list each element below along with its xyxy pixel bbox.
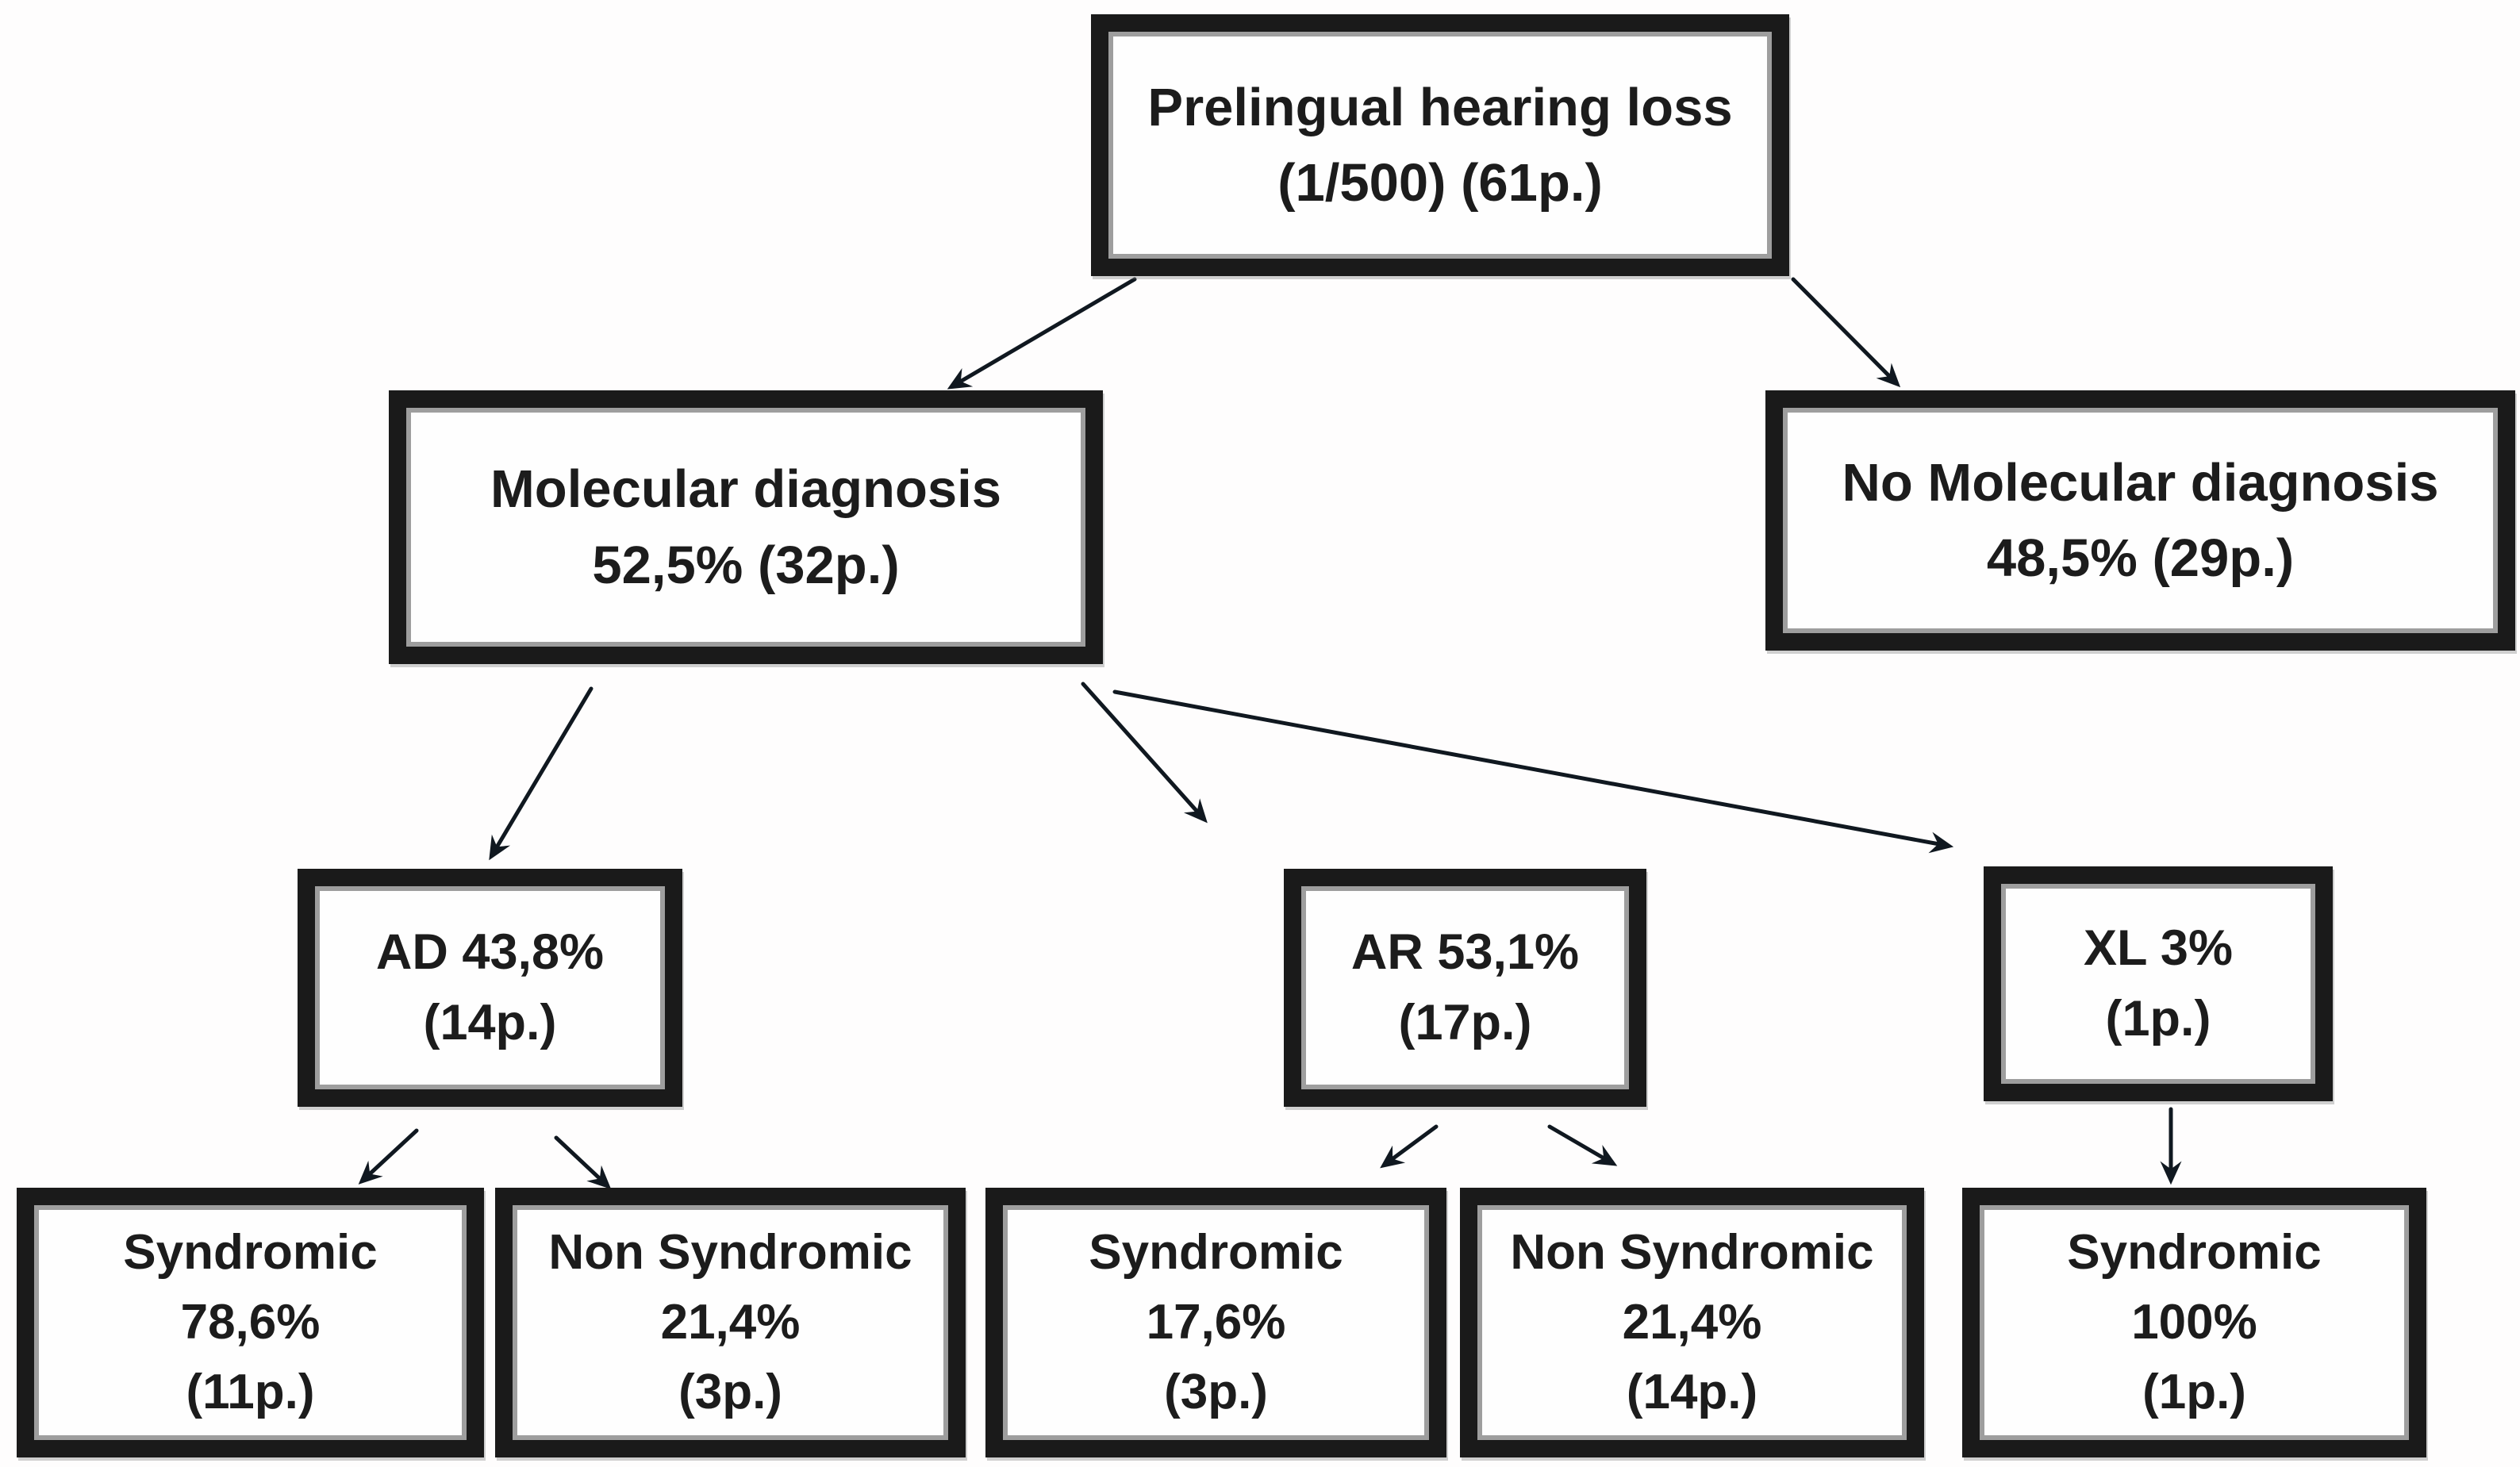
node-label-line: 17,6% [1146,1294,1286,1350]
node-prelingual-hearing-loss: Prelingual hearing loss (1/500) (61p.) [1091,14,1789,276]
node-label-line: (14p.) [1626,1365,1758,1420]
node-label-line: (3p.) [678,1365,782,1420]
node-label-line: Non Syndromic [548,1224,912,1280]
node-label-line: 21,4% [1622,1294,1762,1350]
node-no-molecular-diagnosis: No Molecular diagnosis 48,5% (29p.) [1765,390,2515,651]
node-label-line: Syndromic [123,1224,378,1280]
node-label-line: (3p.) [1164,1365,1268,1420]
node-label-line: 78,6% [180,1294,321,1350]
arrow-ar-to-ar_syndromic [1380,1124,1439,1169]
node-ad-non-syndromic: Non Syndromic 21,4% (3p.) [495,1188,966,1457]
node-label-line: XL 3% [2084,920,2233,976]
node-label-line: (17p.) [1398,995,1532,1050]
node-ad: AD 43,8% (14p.) [298,869,682,1107]
node-label-line: Non Syndromic [1510,1224,1874,1280]
node-ad-syndromic: Syndromic 78,6% (11p.) [17,1188,484,1457]
node-label-line: 52,5% (32p.) [592,535,900,595]
node-label-line: (14p.) [423,995,557,1050]
node-label-line: Molecular diagnosis [490,459,1002,520]
node-ar: AR 53,1% (17p.) [1284,869,1646,1107]
node-label-line: No Molecular diagnosis [1842,452,2439,513]
node-label-line: Syndromic [2067,1224,2322,1280]
arrow-molecular-to-ad [489,686,594,861]
node-ar-non-syndromic: Non Syndromic 21,4% (14p.) [1460,1188,1924,1457]
node-molecular-diagnosis: Molecular diagnosis 52,5% (32p.) [389,390,1103,664]
node-label-line: (1p.) [2105,991,2211,1046]
node-label-line: (1/500) (61p.) [1277,153,1603,213]
node-xl-syndromic: Syndromic 100% (1p.) [1962,1188,2426,1457]
node-label-line: AR 53,1% [1350,924,1580,980]
arrow-root-to-no_molecular [1791,277,1901,388]
node-label-line: (1p.) [2142,1365,2246,1420]
node-ar-syndromic: Syndromic 17,6% (3p.) [985,1188,1446,1457]
arrow-molecular-to-ar [1081,682,1208,824]
node-label-line: 21,4% [660,1294,801,1350]
arrow-root-to-molecular [947,277,1137,390]
arrow-molecular-to-xl [1112,689,1954,854]
arrow-ad-to-ad_syndromic [358,1128,419,1185]
node-label-line: 100% [2131,1294,2257,1350]
node-xl: XL 3% (1p.) [1984,866,2333,1101]
arrow-ad-to-ad_non_syndromic [554,1135,612,1189]
node-label-line: Syndromic [1089,1224,1343,1280]
node-label-line: (11p.) [186,1365,315,1420]
node-label-line: Prelingual hearing loss [1147,77,1733,137]
node-label-line: AD 43,8% [375,924,605,980]
node-label-line: 48,5% (29p.) [1986,528,2295,588]
arrow-ar-to-ar_non_syndromic [1547,1124,1618,1166]
